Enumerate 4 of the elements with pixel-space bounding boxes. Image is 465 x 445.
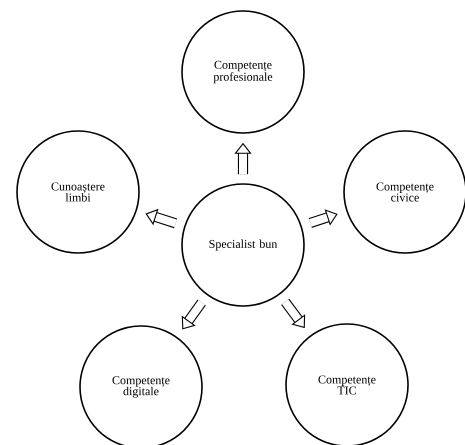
circle-node: Cunoaștere limbi <box>16 130 140 254</box>
block-arrow <box>182 300 206 330</box>
circle-node: Competențe profesionale <box>181 10 305 134</box>
circle-node: Specialist bun <box>181 183 305 307</box>
